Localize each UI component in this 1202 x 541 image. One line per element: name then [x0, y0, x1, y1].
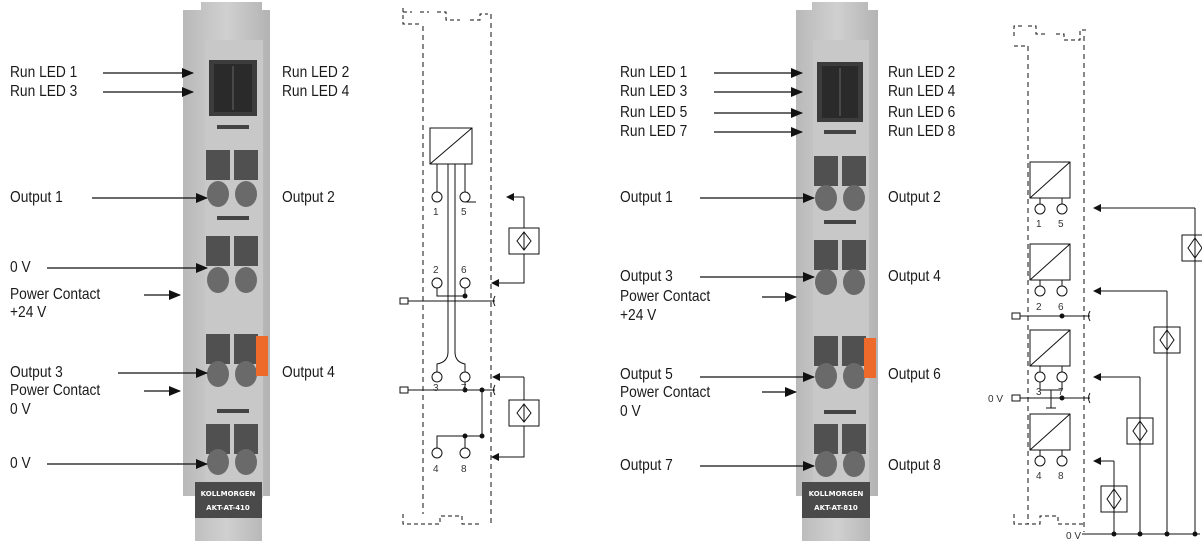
zero-v-rail-label: 0 V	[988, 394, 1003, 405]
label-zero-v-bottom: 0 V	[10, 455, 31, 472]
label-power-contact-voltage: +24 V	[620, 307, 657, 324]
svg-text:4: 4	[1036, 471, 1042, 482]
circuit-diagram-4ch	[399, 8, 496, 525]
label-run-led-2: Run LED 2	[282, 64, 350, 81]
label-power-contact: Power Contact	[620, 288, 711, 305]
svg-text:4: 4	[433, 464, 439, 475]
svg-text:8: 8	[461, 464, 467, 475]
left-arrows	[47, 68, 208, 469]
brand-label: KOLLMORGEN	[201, 490, 256, 498]
label-run-led-3: Run LED 3	[10, 83, 78, 100]
svg-text:7: 7	[461, 383, 467, 394]
circuit-diagram-8ch	[1011, 25, 1202, 535]
label-output-2: Output 2	[888, 189, 941, 206]
label-output-1: Output 1	[620, 189, 673, 206]
svg-text:7: 7	[1058, 387, 1064, 398]
label-power-contact: Power Contact	[10, 286, 101, 303]
label-run-led-7: Run LED 7	[620, 123, 688, 140]
label-run-led-5: Run LED 5	[620, 104, 688, 121]
label-output-1: Output 1	[10, 189, 63, 206]
zero-v-bottom-label: 0 V	[1066, 531, 1081, 541]
label-output-6: Output 6	[888, 366, 941, 383]
svg-text:5: 5	[461, 207, 467, 218]
label-power-contact-2: Power Contact	[10, 382, 101, 399]
label-run-led-1: Run LED 1	[620, 64, 688, 81]
svg-text:6: 6	[1058, 302, 1064, 313]
label-run-led-6: Run LED 6	[888, 104, 956, 121]
label-power-contact-voltage: +24 V	[10, 304, 47, 321]
label-run-led-3: Run LED 3	[620, 83, 688, 100]
svg-text:6: 6	[461, 265, 467, 276]
model-label: AKT-AT-410	[206, 504, 250, 512]
load-circuits-4ch	[465, 193, 540, 461]
label-run-led-4: Run LED 4	[282, 83, 350, 100]
brand-label: KOLLMORGEN	[809, 490, 864, 498]
label-power-contact-2: Power Contact	[620, 384, 711, 401]
label-output-4: Output 4	[888, 268, 941, 285]
svg-text:8: 8	[1058, 471, 1064, 482]
label-power-contact-2-voltage: 0 V	[10, 401, 31, 418]
terminal-module-8ch: KOLLMORGEN AKT-AT-810	[796, 2, 878, 541]
label-output-7: Output 7	[620, 457, 673, 474]
svg-text:2: 2	[1036, 302, 1042, 313]
svg-text:2: 2	[433, 265, 439, 276]
label-output-3: Output 3	[10, 364, 63, 381]
label-output-5: Output 5	[620, 366, 673, 383]
label-run-led-8: Run LED 8	[888, 123, 956, 140]
orange-marker	[864, 338, 876, 378]
label-zero-v: 0 V	[10, 259, 31, 276]
orange-marker	[256, 336, 268, 376]
label-run-led-1: Run LED 1	[10, 64, 78, 81]
svg-text:3: 3	[1036, 387, 1042, 398]
label-output-4: Output 4	[282, 364, 335, 381]
label-output-2: Output 2	[282, 189, 335, 206]
label-output-3: Output 3	[620, 268, 673, 285]
svg-text:3: 3	[433, 383, 439, 394]
svg-text:5: 5	[1058, 219, 1064, 230]
svg-text:1: 1	[433, 207, 439, 218]
label-run-led-2: Run LED 2	[888, 64, 956, 81]
output-driver-box	[429, 127, 473, 165]
label-output-8: Output 8	[888, 457, 941, 474]
label-power-contact-2-voltage: 0 V	[620, 403, 641, 420]
label-run-led-4: Run LED 4	[888, 83, 956, 100]
svg-text:1: 1	[1036, 219, 1042, 230]
model-label: AKT-AT-810	[814, 504, 858, 512]
right-arrows	[700, 68, 815, 471]
terminal-numbers-4ch: 1 5 2 6 3 7 4 8	[433, 207, 467, 475]
terminal-numbers-8ch: 1 5 2 6 3 7 4 8 0 V 0 V	[988, 219, 1081, 541]
terminal-module-4ch: KOLLMORGEN AKT-AT-410	[183, 2, 270, 541]
